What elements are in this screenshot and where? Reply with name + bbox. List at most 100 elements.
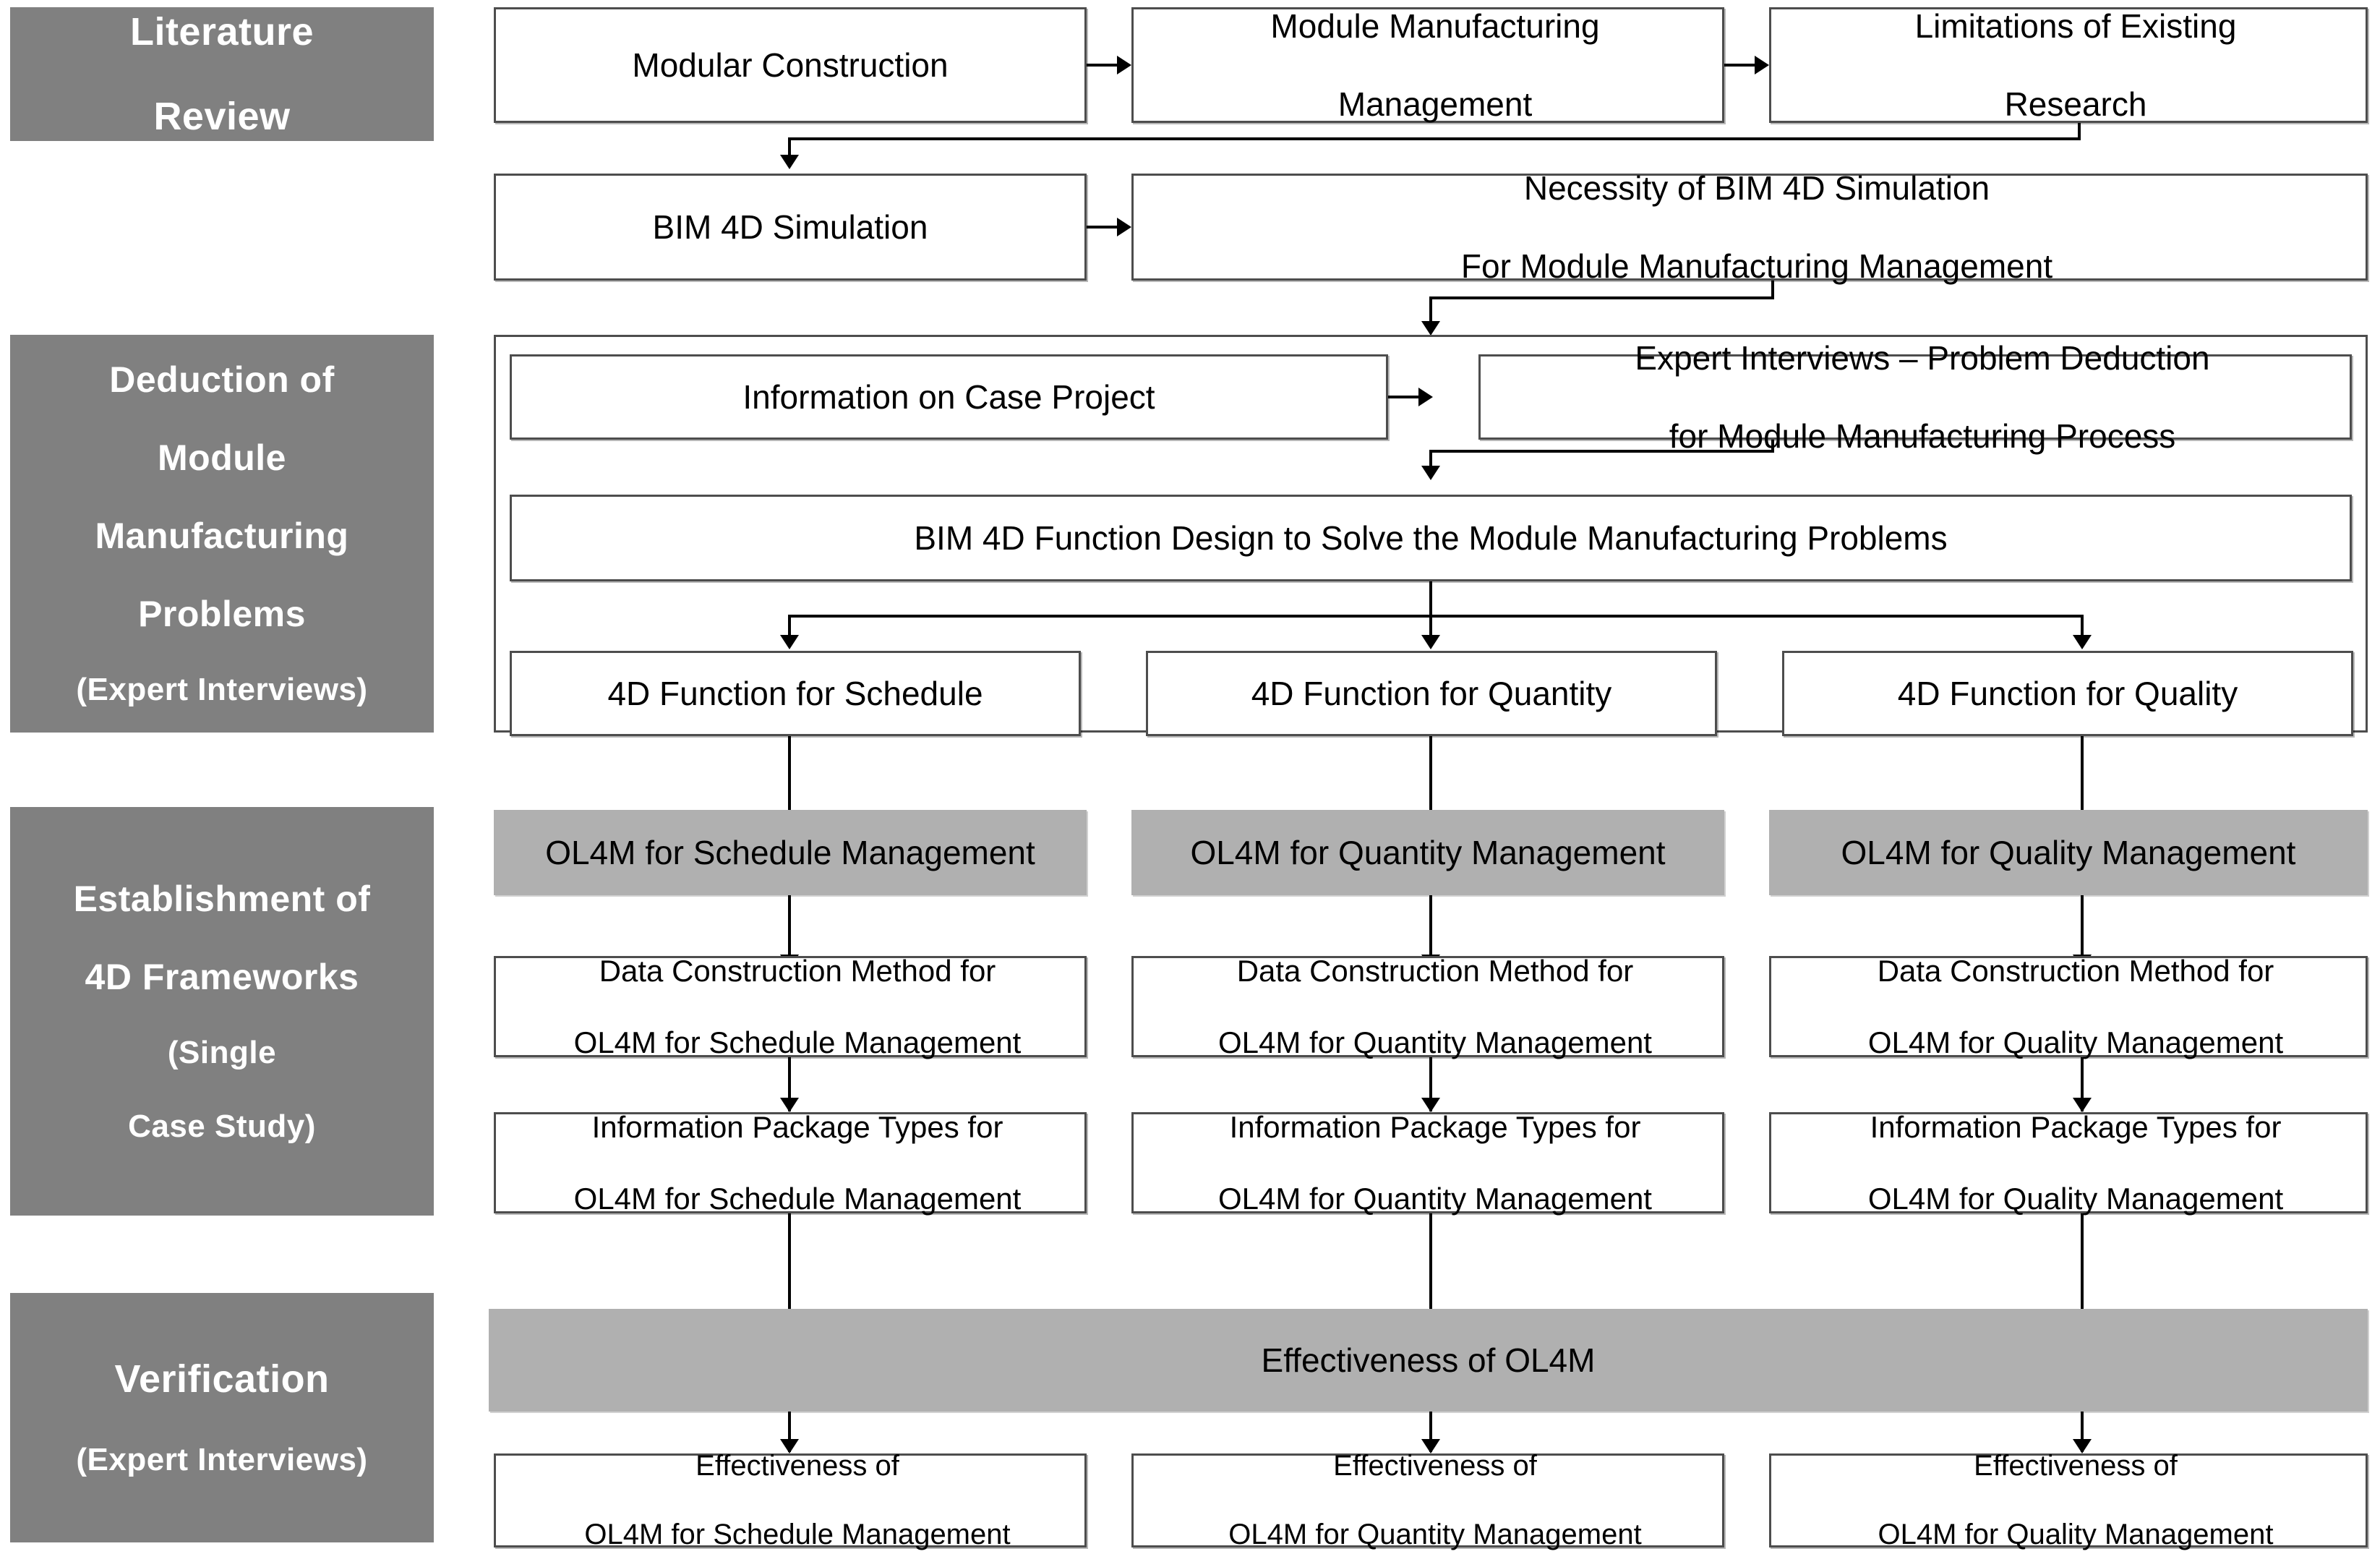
arrowhead-schedule-data-down bbox=[780, 1098, 799, 1112]
bar-effectiveness-of-ol4m-label: Effectiveness of OL4M bbox=[1261, 1341, 1596, 1379]
connector-schedule-to-ol4m bbox=[788, 736, 791, 810]
connector-functiondesign-down bbox=[1429, 581, 1432, 616]
stage-establishment: Establishment of 4D Frameworks (Single C… bbox=[10, 807, 434, 1216]
bar-effectiveness-of-ol4m[interactable]: Effectiveness of OL4M bbox=[489, 1309, 2368, 1412]
box-effectiveness-quantity[interactable]: Effectiveness of OL4M for Quantity Manag… bbox=[1131, 1450, 1724, 1550]
box-4d-function-quantity[interactable]: 4D Function for Quantity bbox=[1146, 651, 1717, 736]
stage-verification-line2: (Expert Interviews) bbox=[76, 1442, 368, 1478]
connector-quantity-data-down bbox=[1429, 1057, 1432, 1111]
box-4d-function-quality-label: 4D Function for Quality bbox=[1897, 674, 2238, 712]
box-data-construction-quality[interactable]: Data Construction Method for OL4M for Qu… bbox=[1769, 954, 2368, 1059]
box-4d-function-quality[interactable]: 4D Function for Quality bbox=[1782, 651, 2353, 736]
stage-deduction-line4: Problems bbox=[138, 594, 306, 635]
box-module-manufacturing-management[interactable]: Module Manufacturing Management bbox=[1131, 7, 1724, 123]
stage-establishment-line2: 4D Frameworks bbox=[85, 956, 359, 997]
stage-verification-line1: Verification bbox=[114, 1357, 330, 1401]
arrowhead-bus-to-schedule bbox=[780, 635, 799, 649]
connector-quantity-to-ol4m bbox=[1429, 736, 1432, 810]
arrowhead-quantity-data-down bbox=[1421, 1098, 1440, 1112]
box-effectiveness-quantity-line1: Effectiveness of bbox=[1333, 1450, 1537, 1482]
box-expert-interviews-problem-deduction[interactable]: Expert Interviews – Problem Deduction fo… bbox=[1478, 339, 2352, 455]
box-expert-interviews-line2: for Module Manufacturing Process bbox=[1669, 417, 2176, 456]
box-modular-construction-label: Modular Construction bbox=[632, 46, 949, 84]
box-data-construction-quality-line1: Data Construction Method for bbox=[1877, 953, 2274, 988]
box-necessity-line1: Necessity of BIM 4D Simulation bbox=[1523, 168, 1990, 207]
box-effectiveness-quality[interactable]: Effectiveness of OL4M for Quality Manage… bbox=[1769, 1450, 2368, 1550]
arrowhead-into-functiondesign bbox=[1421, 466, 1440, 480]
box-info-package-quantity[interactable]: Information Package Types for OL4M for Q… bbox=[1131, 1110, 1724, 1216]
box-4d-function-schedule[interactable]: 4D Function for Schedule bbox=[510, 651, 1081, 736]
connector-into-functiondesign bbox=[1429, 450, 1432, 469]
box-information-on-case-project[interactable]: Information on Case Project bbox=[510, 354, 1388, 440]
box-module-manufacturing-management-line2: Management bbox=[1337, 85, 1533, 124]
box-4d-function-schedule-label: 4D Function for Schedule bbox=[607, 674, 983, 712]
box-effectiveness-quantity-line2: OL4M for Quantity Management bbox=[1228, 1518, 1642, 1550]
box-data-construction-schedule-line1: Data Construction Method for bbox=[599, 953, 996, 988]
box-data-construction-schedule[interactable]: Data Construction Method for OL4M for Sc… bbox=[494, 954, 1087, 1059]
bar-ol4m-schedule-management[interactable]: OL4M for Schedule Management bbox=[494, 810, 1087, 895]
box-limitations-line1: Limitations of Existing bbox=[1914, 7, 2237, 45]
bar-ol4m-quantity-management[interactable]: OL4M for Quantity Management bbox=[1131, 810, 1724, 895]
box-function-design-label: BIM 4D Function Design to Solve the Modu… bbox=[914, 518, 1948, 557]
connector-quantity-header-down bbox=[1429, 895, 1432, 968]
box-data-construction-quality-line2: OL4M for Quality Management bbox=[1867, 1025, 2284, 1059]
stage-verification: Verification (Expert Interviews) bbox=[10, 1293, 434, 1542]
arrowhead-bim4dsim-to-necessity bbox=[1117, 218, 1131, 236]
arrowhead-effbar-to-quantity bbox=[1421, 1439, 1440, 1453]
box-bim-4d-function-design[interactable]: BIM 4D Function Design to Solve the Modu… bbox=[510, 495, 2352, 581]
box-module-manufacturing-management-line1: Module Manufacturing bbox=[1270, 7, 1600, 45]
arrowhead-into-deduction bbox=[1421, 321, 1440, 336]
bar-ol4m-quality-management[interactable]: OL4M for Quality Management bbox=[1769, 810, 2368, 895]
arrowhead-effbar-to-quality bbox=[2073, 1439, 2092, 1453]
box-info-package-quality-line2: OL4M for Quality Management bbox=[1867, 1181, 2284, 1216]
arrowhead-bus-to-quality bbox=[2073, 635, 2092, 649]
box-info-package-schedule-line1: Information Package Types for bbox=[591, 1109, 1003, 1144]
box-info-package-schedule[interactable]: Information Package Types for OL4M for S… bbox=[494, 1110, 1087, 1216]
box-data-construction-quantity[interactable]: Data Construction Method for OL4M for Qu… bbox=[1131, 954, 1724, 1059]
connector-expert-down bbox=[1771, 440, 1774, 453]
arrowhead-modular-to-management bbox=[1117, 56, 1131, 74]
connector-quality-package-down bbox=[2081, 1213, 2084, 1309]
connector-schedule-header-down bbox=[788, 895, 791, 968]
connector-necessity-left bbox=[1429, 296, 1774, 299]
connector-into-deduction bbox=[1429, 296, 1432, 324]
connector-limitations-left bbox=[788, 137, 2081, 140]
box-info-package-quality[interactable]: Information Package Types for OL4M for Q… bbox=[1769, 1110, 2368, 1216]
connector-bus-to-quantity bbox=[1429, 615, 1432, 638]
bar-ol4m-schedule-label: OL4M for Schedule Management bbox=[545, 833, 1035, 871]
arrowhead-quality-data-down bbox=[2073, 1098, 2092, 1112]
box-info-package-quantity-line1: Information Package Types for bbox=[1229, 1109, 1641, 1144]
box-effectiveness-quality-line1: Effectiveness of bbox=[1974, 1450, 2178, 1482]
bar-ol4m-quality-label: OL4M for Quality Management bbox=[1841, 833, 2296, 871]
box-expert-interviews-line1: Expert Interviews – Problem Deduction bbox=[1635, 338, 2210, 377]
connector-schedule-data-down bbox=[788, 1057, 791, 1111]
connector-quality-to-ol4m bbox=[2081, 736, 2084, 810]
box-modular-construction[interactable]: Modular Construction bbox=[494, 7, 1087, 123]
stage-literature-review-line2: Review bbox=[153, 94, 291, 138]
connector-effbar-to-schedule bbox=[788, 1412, 791, 1452]
box-limitations-of-existing-research[interactable]: Limitations of Existing Research bbox=[1769, 7, 2368, 123]
box-bim-4d-simulation[interactable]: BIM 4D Simulation bbox=[494, 174, 1087, 281]
box-info-package-schedule-line2: OL4M for Schedule Management bbox=[573, 1181, 1022, 1216]
connector-bim4dsim-to-necessity bbox=[1087, 226, 1117, 229]
stage-deduction-line1: Deduction of bbox=[109, 359, 335, 401]
stage-deduction: Deduction of Module Manufacturing Proble… bbox=[10, 335, 434, 733]
arrowhead-effbar-to-schedule bbox=[780, 1439, 799, 1453]
connector-expert-left bbox=[1429, 450, 1774, 453]
arrowhead-to-bim4d-sim bbox=[780, 155, 799, 169]
connector-effbar-to-quality bbox=[2081, 1412, 2084, 1452]
box-info-package-quantity-line2: OL4M for Quantity Management bbox=[1218, 1181, 1652, 1216]
stage-establishment-line1: Establishment of bbox=[73, 878, 371, 919]
stage-literature-review: Literature Review bbox=[10, 7, 434, 141]
box-effectiveness-quality-line2: OL4M for Quality Management bbox=[1878, 1518, 2274, 1550]
stage-deduction-line5: (Expert Interviews) bbox=[76, 672, 368, 708]
box-necessity-of-bim-4d-simulation[interactable]: Necessity of BIM 4D Simulation For Modul… bbox=[1131, 169, 2368, 285]
connector-bus-to-schedule bbox=[788, 615, 791, 638]
box-bim-4d-simulation-label: BIM 4D Simulation bbox=[652, 208, 928, 246]
box-necessity-line2: For Module Manufacturing Management bbox=[1460, 247, 2053, 286]
box-effectiveness-schedule[interactable]: Effectiveness of OL4M for Schedule Manag… bbox=[494, 1450, 1087, 1550]
box-4d-function-quantity-label: 4D Function for Quantity bbox=[1251, 674, 1612, 712]
connector-quality-data-down bbox=[2081, 1057, 2084, 1111]
connector-quality-header-down bbox=[2081, 895, 2084, 968]
